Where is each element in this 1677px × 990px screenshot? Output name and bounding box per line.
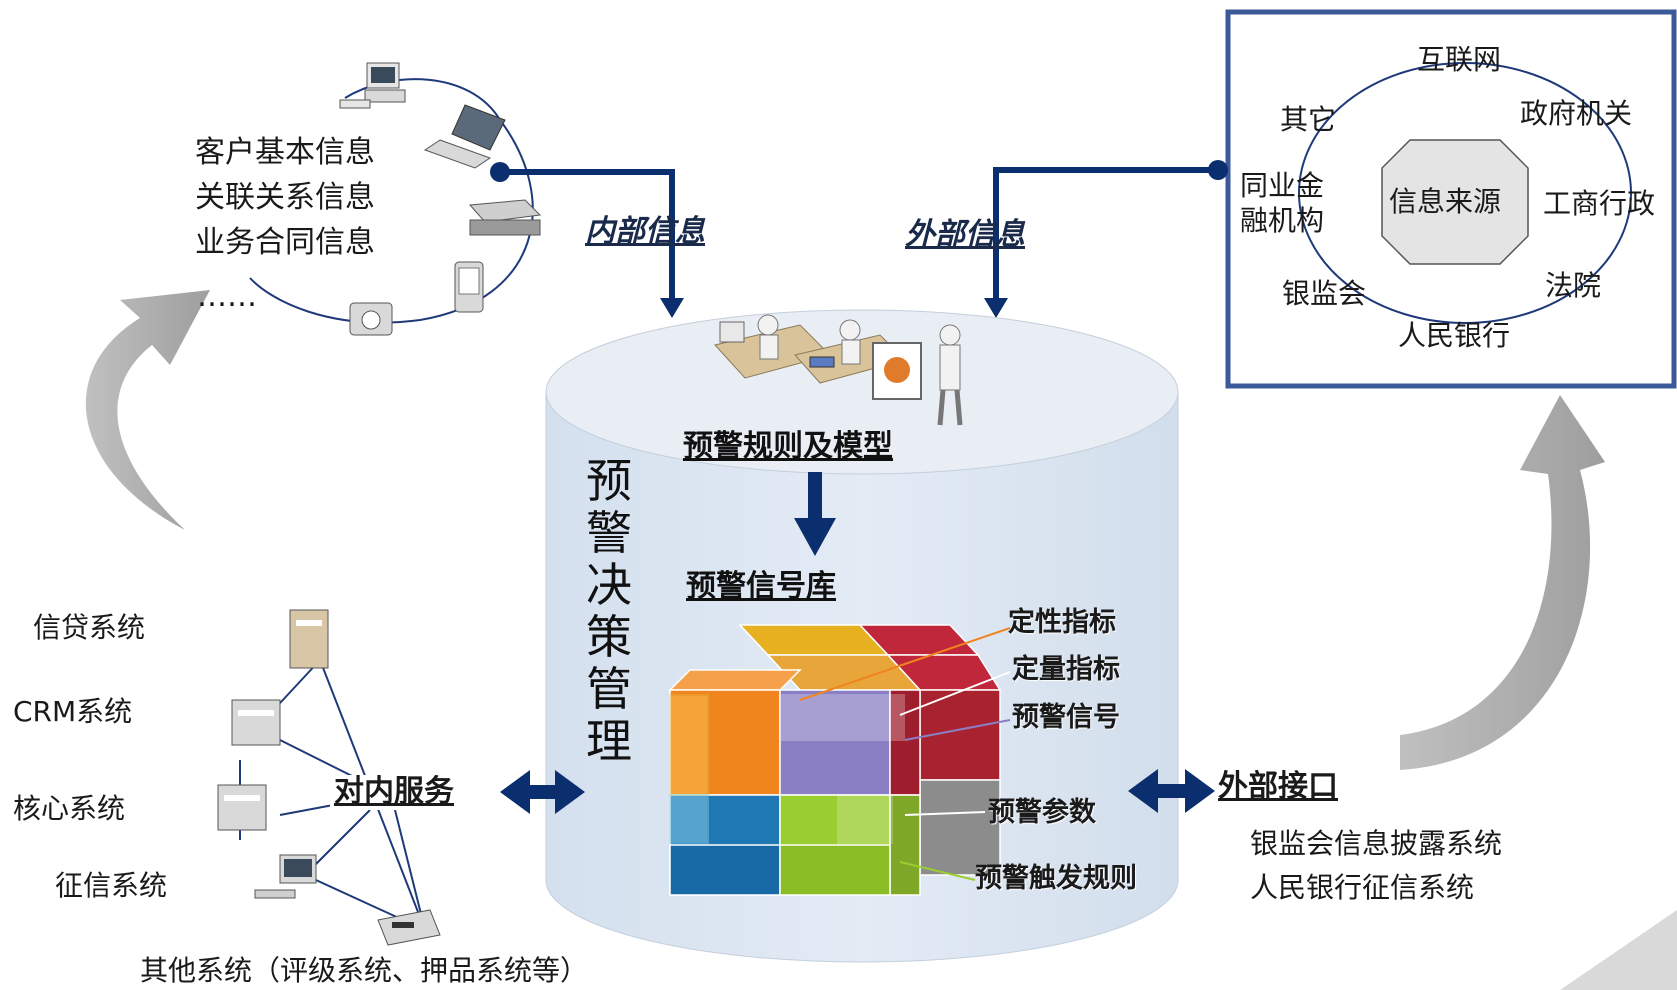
internal-connector — [500, 169, 675, 305]
cube-label-trigger-rule: 预警触发规则 — [975, 863, 1137, 894]
server-icon-crm — [231, 699, 281, 746]
system-credit-reference: 征信系统 — [55, 869, 168, 902]
cube-label-signal: 预警信号 — [1012, 702, 1120, 733]
desktop-computer-icon — [339, 62, 406, 109]
source-peer-line1: 同业金 — [1240, 169, 1325, 202]
source-center-label: 信息来源 — [1389, 185, 1502, 218]
corner-decoration — [1560, 910, 1677, 990]
system-core: 核心系统 — [13, 792, 126, 825]
scanner-icon — [468, 199, 542, 236]
internal-item-more: …… — [197, 279, 257, 314]
server-icon-credit — [289, 609, 329, 669]
internal-info-label: 内部信息 — [585, 214, 705, 249]
internal-service-arrow — [500, 770, 585, 814]
source-court: 法院 — [1545, 269, 1602, 302]
system-other: 其他系统（评级系统、押品系统等） — [140, 954, 589, 987]
vertical-title: 预警决策管理 — [586, 454, 632, 768]
internal-item-relations: 关联关系信息 — [195, 180, 375, 215]
workstation-icon — [254, 854, 317, 899]
internal-info-circle — [249, 78, 534, 324]
external-source-ellipse — [1298, 62, 1632, 324]
fax-icon — [377, 909, 441, 946]
source-pboc: 人民银行 — [1398, 319, 1511, 352]
laptop-icon — [423, 104, 506, 169]
cube-label-parameter: 预警参数 — [988, 797, 1096, 828]
source-industry-commerce: 工商行政 — [1543, 187, 1656, 220]
camera-icon — [349, 302, 393, 336]
rules-models-label: 预警规则及模型 — [683, 429, 893, 464]
external-connector — [993, 167, 1218, 305]
right-cycle-arrow — [1400, 395, 1605, 770]
cube-label-quantitative: 定量指标 — [1012, 654, 1120, 685]
source-other: 其它 — [1280, 103, 1337, 136]
external-interface-label: 外部接口 — [1218, 769, 1338, 804]
external-interface-arrow — [1128, 769, 1215, 813]
signal-db-label: 预警信号库 — [686, 569, 836, 604]
source-cbrc: 银监会 — [1282, 277, 1367, 310]
pda-icon — [454, 261, 484, 313]
external-system-cbrc: 银监会信息披露系统 — [1250, 827, 1503, 860]
system-crm: CRM系统 — [13, 695, 133, 728]
internal-item-customer: 客户基本信息 — [195, 135, 375, 170]
source-peer-line2: 融机构 — [1240, 204, 1325, 237]
external-info-label: 外部信息 — [905, 217, 1025, 252]
signal-cube — [668, 624, 1002, 896]
system-credit: 信贷系统 — [33, 611, 146, 644]
analysts-illustration — [714, 314, 963, 426]
internal-service-label: 对内服务 — [330, 774, 458, 810]
server-icon-core — [217, 784, 267, 831]
source-internet: 互联网 — [1417, 43, 1502, 76]
source-octagon — [1381, 139, 1529, 265]
internal-item-contracts: 业务合同信息 — [195, 225, 375, 260]
external-system-pboc: 人民银行征信系统 — [1250, 871, 1475, 904]
cube-label-qualitative: 定性指标 — [1008, 607, 1116, 638]
source-government: 政府机关 — [1520, 97, 1633, 130]
left-cycle-arrow — [85, 290, 210, 530]
